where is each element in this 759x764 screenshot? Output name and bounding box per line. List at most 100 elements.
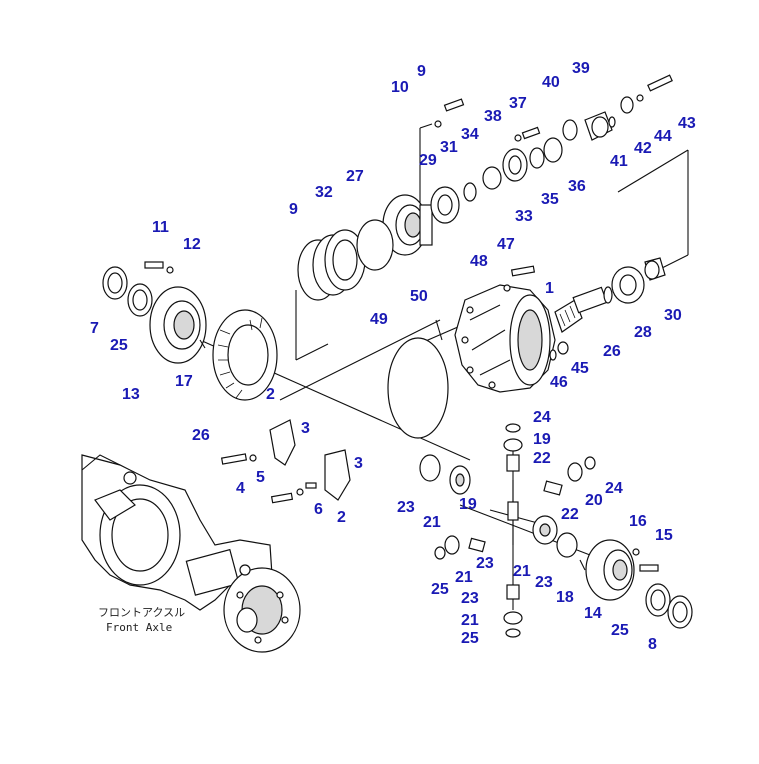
callout-label: 17 [175, 373, 193, 390]
washer-24-upper [419, 454, 441, 482]
shaft-23-top [506, 454, 520, 472]
callout-label: 23 [397, 499, 415, 516]
callout-label: 16 [629, 513, 647, 530]
side-gear-22-lower [532, 515, 558, 545]
callout-label: 3 [354, 455, 363, 472]
callout-label: 45 [571, 360, 589, 377]
callout-label: 44 [654, 128, 672, 145]
callout-label: 33 [515, 208, 533, 225]
washer-5 [249, 454, 257, 462]
diff-case-15 [149, 286, 207, 364]
bearing-cage-29 [382, 194, 433, 256]
callout-label: 20 [585, 492, 603, 509]
callout-label: 25 [461, 630, 479, 647]
washer-14 [166, 266, 174, 274]
caption-japanese: フロントアクスル [98, 606, 185, 619]
shaft-23-left [468, 537, 486, 553]
callout-label: 18 [556, 589, 574, 606]
callout-label: 37 [509, 95, 527, 112]
callout-label: 25 [611, 622, 629, 639]
bolt-11 [443, 98, 465, 112]
pinion-21-right [567, 462, 583, 482]
shim-33 [463, 182, 477, 202]
callout-label: 36 [568, 178, 586, 195]
seal-35 [502, 148, 528, 182]
plug-47 [557, 341, 569, 355]
pinion-21-top [503, 438, 523, 452]
callout-label: 24 [605, 480, 623, 497]
callout-label: 13 [122, 386, 140, 403]
pinion-21-bottom [503, 611, 523, 625]
ring-gear-28 [212, 309, 278, 401]
lock-6 [305, 482, 317, 489]
callout-label: 48 [470, 253, 488, 270]
callout-label: 12 [183, 236, 201, 253]
callout-label: 21 [461, 612, 479, 629]
callout-label: 5 [256, 469, 265, 486]
callout-label: 24 [533, 409, 551, 426]
bearing-26-right [645, 583, 671, 617]
bolt-4 [220, 453, 248, 465]
washer-24-lower [556, 532, 578, 558]
callout-label: 34 [461, 126, 479, 143]
axle-caption: フロントアクスル Front Axle [98, 606, 185, 634]
oring-51 [387, 337, 449, 439]
spacer-32 [644, 257, 666, 281]
washer-25-left [434, 546, 446, 560]
bearing-9-right [667, 595, 693, 629]
bearing-30 [611, 266, 645, 304]
bearing-26-left [127, 283, 153, 317]
callout-label: 50 [410, 288, 428, 305]
side-gear-22-upper [449, 465, 471, 495]
callout-label: 26 [603, 343, 621, 360]
washer-25-bottom [505, 628, 521, 638]
callout-label: 23 [535, 574, 553, 591]
pin-52 [435, 319, 443, 341]
shaft-23-right [543, 480, 563, 496]
callout-label: 25 [431, 581, 449, 598]
callout-label: 25 [110, 337, 128, 354]
washer-44 [620, 96, 634, 114]
callout-label: 22 [561, 506, 579, 523]
bolt-45 [647, 74, 673, 92]
callout-label: 19 [459, 496, 477, 513]
differential-carrier [454, 284, 556, 393]
washer-8 [296, 488, 304, 496]
callout-label: 40 [542, 74, 560, 91]
callout-label: 11 [152, 219, 169, 236]
callout-label: 49 [370, 311, 388, 328]
coupling-41 [584, 111, 613, 141]
callout-label: 9 [417, 63, 426, 80]
bolt-17 [639, 564, 659, 572]
washer-25-right [584, 456, 596, 470]
washer-46 [636, 94, 644, 102]
callout-label: 38 [484, 108, 502, 125]
callout-label: 8 [648, 636, 657, 653]
callout-label: 41 [610, 153, 628, 170]
callout-label: 26 [192, 427, 210, 444]
callout-label: 15 [655, 527, 673, 544]
callout-label: 7 [90, 320, 99, 337]
callout-label: 42 [634, 140, 652, 157]
callout-label: 28 [634, 324, 652, 341]
callout-label: 21 [423, 514, 441, 531]
callout-label: 4 [236, 480, 245, 497]
ring-37 [529, 147, 545, 169]
callout-label: 21 [455, 569, 473, 586]
shaft-23-bottom [506, 584, 520, 600]
callout-label: 30 [664, 307, 682, 324]
caption-english: Front Axle [106, 621, 172, 634]
bearing-9-left [102, 266, 128, 300]
bracket-2-lower [324, 449, 351, 501]
bolt-39 [521, 126, 541, 140]
ring-38 [543, 137, 563, 163]
callout-label: 27 [346, 168, 364, 185]
callout-label: 29 [419, 152, 437, 169]
callout-label: 21 [513, 563, 531, 580]
callout-label: 19 [533, 431, 551, 448]
callout-label: 35 [541, 191, 559, 208]
callout-numbers: 1 2 2 3 3 4 5 6 7 8 9 9 10 11 12 13 14 1… [90, 60, 696, 653]
oring-36 [482, 166, 502, 190]
bolt-49 [510, 265, 536, 277]
